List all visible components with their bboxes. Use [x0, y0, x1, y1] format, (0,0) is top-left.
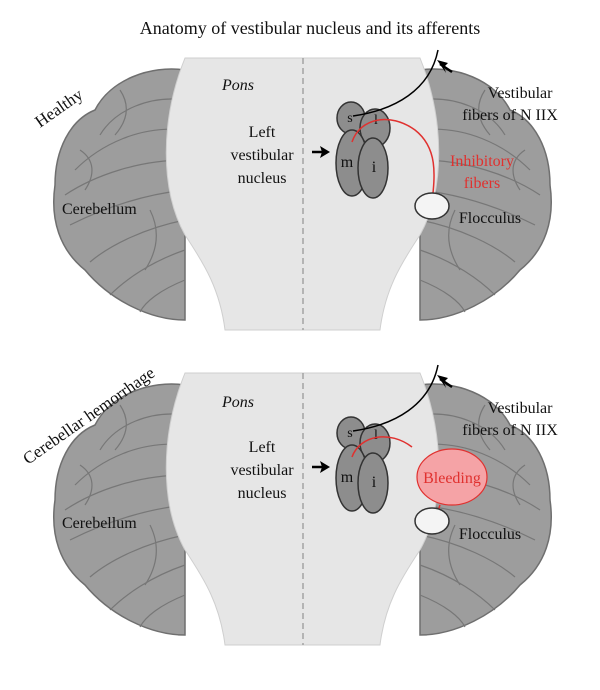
nucleus-label-line1: Left — [249, 124, 276, 141]
brainstem-cerebellum-shape — [53, 57, 552, 331]
nucleus-label-line2: vestibular — [230, 147, 294, 164]
figure-title: Anatomy of vestibular nucleus and its af… — [140, 18, 481, 38]
flocculus-label: Flocculus — [459, 210, 521, 227]
bleeding-label: Bleeding — [423, 470, 481, 487]
nucleus-arrow-head — [320, 146, 330, 158]
subnucleus-i-label: i — [372, 159, 377, 176]
inhibitory-fiber-line — [351, 436, 413, 458]
fiber-arrow-head — [437, 60, 448, 73]
pons-label: Pons — [221, 77, 254, 94]
cerebellum-label: Cerebellum — [62, 201, 137, 218]
vestibular-fiber-line — [352, 364, 439, 432]
vestibular-fiber-line — [352, 49, 439, 117]
flocculus-shape — [414, 192, 450, 220]
inhibitory-label-line1: Inhibitory — [450, 153, 514, 170]
fibers-label-line1: Vestibular — [488, 400, 554, 417]
fiber-arrow-head — [437, 375, 448, 388]
nucleus-label-line1: Left — [249, 439, 276, 456]
subnucleus-i — [357, 137, 389, 199]
fibers-label-line2: fibers of N IIX — [462, 107, 558, 124]
flocculus-shape — [414, 507, 450, 535]
inhibitory-label-line2: fibers — [464, 175, 500, 192]
flocculus-label: Flocculus — [459, 526, 521, 543]
subnucleus-i-label: i — [372, 474, 377, 491]
fibers-label-line2: fibers of N IIX — [462, 422, 558, 439]
subnucleus-s-label: s — [347, 426, 352, 441]
nucleus-label-line3: nucleus — [238, 485, 287, 502]
brainstem-cerebellum-shape — [53, 372, 552, 646]
bleeding-shape — [416, 448, 488, 506]
inhibitory-fiber-line — [351, 118, 435, 204]
fibers-label-line1: Vestibular — [488, 85, 554, 102]
pons-label: Pons — [221, 394, 254, 411]
cerebellum-label: Cerebellum — [62, 515, 137, 532]
nucleus-label-line2: vestibular — [230, 462, 294, 479]
subnucleus-m-label: m — [341, 469, 354, 486]
panel-hemorrhage: Cerebellar hemorrhage Pons Left vestibul… — [19, 363, 558, 646]
subnucleus-l-label: l — [374, 428, 378, 443]
subnucleus-i — [357, 452, 389, 514]
subnucleus-s-label: s — [347, 111, 352, 126]
subnucleus-m-label: m — [341, 154, 354, 171]
nucleus-label-line3: nucleus — [238, 170, 287, 187]
nucleus-arrow-head — [320, 461, 330, 473]
panel-healthy: Healthy Pons Left vestibular nucleus Cer… — [31, 49, 558, 331]
